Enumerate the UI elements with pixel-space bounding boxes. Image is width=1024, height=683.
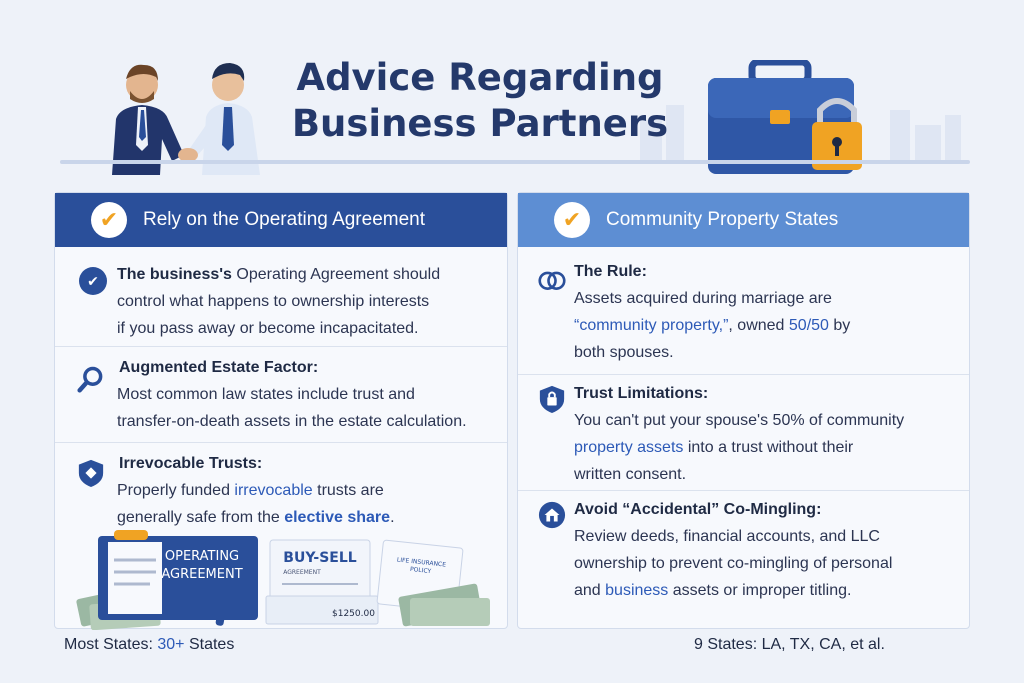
- right-panel-header: ✔ Community Property States: [518, 193, 969, 247]
- highlight-text: property assets: [574, 439, 684, 456]
- body-text: ownership to prevent co-mingling of pers…: [574, 555, 893, 572]
- section-title: The business's: [117, 266, 232, 283]
- buysell-label-2: AGREEMENT: [283, 569, 321, 576]
- rings-icon: [538, 265, 566, 293]
- body-text: Review deeds, financial accounts, and LL…: [574, 528, 880, 545]
- documents-illustration: OPERATING AGREEMENT BUY-SELL AGREEMENT $…: [76, 530, 490, 630]
- section-title: The Rule:: [574, 263, 647, 280]
- section-body: The business's Operating Agreement shoul…: [117, 261, 497, 342]
- body-text: if you pass away or become incapacitated…: [117, 320, 419, 337]
- section-body: You can't put your spouse's 50% of commu…: [574, 407, 964, 488]
- body-text: by: [828, 317, 851, 334]
- section-title: Irrevocable Trusts:: [119, 455, 263, 472]
- shield-icon: [77, 459, 105, 487]
- insurance-label-2: POLICY: [410, 566, 432, 575]
- section-avoid-comingling: Avoid “Accidental” Co-Mingling: Review d…: [518, 491, 969, 621]
- check-circle-icon: ✔: [79, 267, 107, 295]
- operating-label-1: OPERATING: [165, 549, 239, 564]
- body-text: Most common law states include trust and: [117, 386, 415, 403]
- right-panel-heading: Community Property States: [606, 209, 839, 230]
- lock-shield-icon: [538, 385, 566, 413]
- highlight-text: irrevocable: [234, 482, 313, 499]
- section-body: Most common law states include trust and…: [117, 381, 507, 435]
- operating-label-2: AGREEMENT: [161, 567, 242, 582]
- section-body: Review deeds, financial accounts, and LL…: [574, 523, 964, 604]
- body-text: both spouses.: [574, 344, 674, 361]
- body-text: Assets acquired during marriage are: [574, 290, 832, 307]
- highlight-text: business: [605, 582, 669, 599]
- header-divider: [60, 160, 970, 164]
- footer-text: Most States:: [64, 636, 158, 653]
- body-text: generally safe from the: [117, 509, 285, 526]
- handshake-illustration: [112, 63, 260, 175]
- checkmark-icon: ✔: [554, 202, 590, 238]
- city-skyline-illustration: [640, 105, 961, 160]
- left-panel-header: ✔ Rely on the Operating Agreement: [55, 193, 507, 247]
- title-line-2: Business Partners: [291, 102, 669, 145]
- community-property-panel: ✔ Community Property States The Rule: As…: [517, 192, 970, 629]
- header: Advice Regarding Business Partners: [0, 0, 1024, 180]
- section-the-rule: The Rule: Assets acquired during marriag…: [518, 247, 969, 375]
- right-footer: 9 States: LA, TX, CA, et al.: [694, 636, 885, 653]
- section-body: Assets acquired during marriage are “com…: [574, 285, 964, 366]
- left-panel-heading: Rely on the Operating Agreement: [143, 209, 426, 230]
- body-text: written consent.: [574, 466, 687, 483]
- body-text: transfer-on-death assets in the estate c…: [117, 413, 467, 430]
- section-augmented-estate: Augmented Estate Factor: Most common law…: [55, 347, 507, 443]
- section-operating-agreement: ✔ The business's Operating Agreement sho…: [55, 247, 507, 347]
- highlight-text: “community property,”: [574, 317, 729, 334]
- footer-highlight: 30+: [157, 636, 185, 653]
- highlight-text: elective share: [284, 509, 391, 526]
- body-text: into a trust without their: [683, 439, 854, 456]
- body-text: You can't put your spouse's 50% of commu…: [574, 412, 905, 429]
- section-irrevocable-trusts: Irrevocable Trusts: Properly funded irre…: [55, 443, 507, 533]
- magnifier-icon: [77, 365, 105, 393]
- briefcase-lock-icon: [708, 60, 862, 174]
- left-footer: Most States: 30+ States: [64, 636, 234, 654]
- check-amount: $1250.00: [332, 609, 375, 619]
- title-line-1: Advice Regarding: [296, 56, 664, 99]
- highlight-text: 50/50: [788, 317, 829, 334]
- body-text: trusts are: [312, 482, 384, 499]
- section-title: Augmented Estate Factor:: [119, 359, 319, 376]
- body-text: control what happens to ownership intere…: [117, 293, 430, 310]
- checkmark-icon: ✔: [91, 202, 127, 238]
- body-text: .: [390, 509, 395, 526]
- body-text: , owned: [728, 317, 789, 334]
- body-text: Operating Agreement should: [231, 266, 441, 283]
- buysell-label-1: BUY-SELL: [283, 550, 356, 566]
- page-title: Advice Regarding Business Partners: [290, 55, 670, 147]
- section-body: Properly funded irrevocable trusts are g…: [117, 477, 507, 531]
- section-title: Trust Limitations:: [574, 385, 709, 402]
- house-icon: [538, 501, 566, 529]
- body-text: assets or improper titling.: [668, 582, 852, 599]
- section-title: Avoid “Accidental” Co-Mingling:: [574, 501, 822, 518]
- footer-text: States: [184, 636, 235, 653]
- body-text: and: [574, 582, 606, 599]
- body-text: Properly funded: [117, 482, 235, 499]
- section-trust-limitations: Trust Limitations: You can't put your sp…: [518, 375, 969, 491]
